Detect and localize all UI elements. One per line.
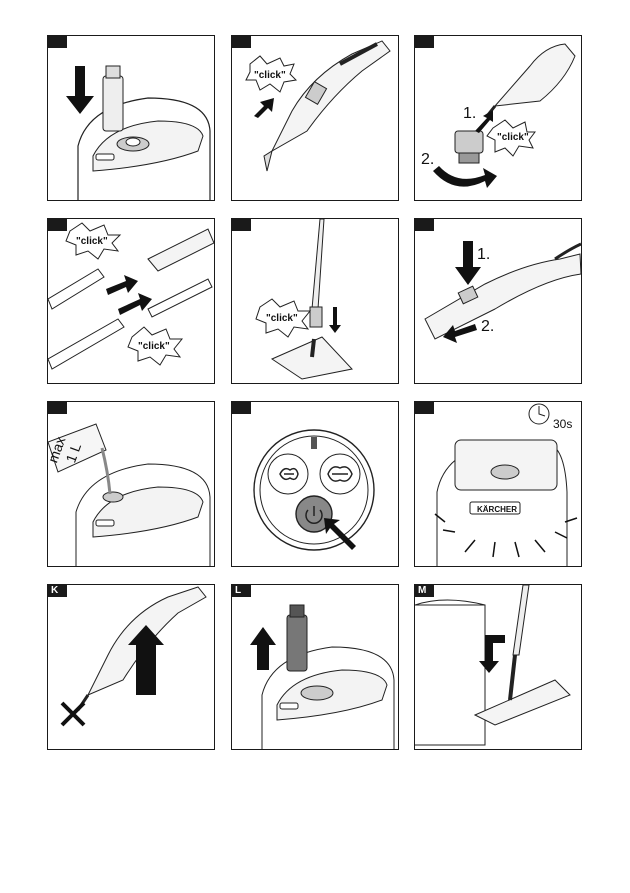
step-1-label: 1. <box>477 246 490 263</box>
click-label: "click" <box>138 341 170 352</box>
click-label: "click" <box>266 313 298 324</box>
arrow-right-icon <box>106 275 138 295</box>
heat-wait-illustration: KÄRCHER 30s <box>434 403 578 566</box>
cartridge-remove-illustration <box>250 604 395 749</box>
panel-tag <box>415 402 434 414</box>
panel-tag <box>48 36 67 48</box>
brand-label: KÄRCHER <box>477 505 517 514</box>
panel-control-dial <box>231 401 399 567</box>
arrow-down-icon <box>479 635 505 673</box>
panel-tag <box>232 402 251 414</box>
panel-tag <box>232 36 251 48</box>
step-1-label: 1. <box>463 105 476 122</box>
floor-nozzle-illustration: "click" <box>255 219 353 380</box>
panel-lock-release: 1. 2. <box>414 218 582 384</box>
panel-floor-nozzle: "click" <box>231 218 399 384</box>
arrow-down-icon <box>329 307 341 333</box>
panel-cartridge-insert <box>47 35 215 201</box>
control-dial-illustration <box>253 429 375 551</box>
park-position-illustration <box>415 585 571 746</box>
lock-release-illustration: 1. 2. <box>424 241 581 343</box>
step-2-label: 2. <box>481 318 494 335</box>
click-label: "click" <box>254 70 286 81</box>
click-burst-icon: "click" <box>255 298 312 338</box>
steam-low-icon <box>279 467 299 481</box>
tube-connect-illustration: "click" "click" <box>48 222 214 370</box>
panel-tag <box>415 219 434 231</box>
panel-heat-wait: KÄRCHER 30s <box>414 401 582 567</box>
nozzle-up-illustration <box>60 586 207 727</box>
click-burst-icon: "click" <box>65 222 122 260</box>
panel-tag <box>48 402 67 414</box>
panel-brush-attach: 1. 2. "click" <box>414 35 582 201</box>
panel-cartridge-remove: L <box>231 584 399 750</box>
click-label: "click" <box>497 132 529 143</box>
cartridge-insert-illustration <box>66 65 211 200</box>
panel-tag <box>232 219 251 231</box>
power-button-icon <box>305 506 323 525</box>
timer-icon <box>528 403 550 425</box>
click-label: "click" <box>76 236 108 247</box>
nozzle-attach-illustration: "click" <box>245 40 391 172</box>
panel-tag: M <box>415 585 434 597</box>
cross-icon <box>60 701 86 727</box>
step-2-label: 2. <box>421 151 434 168</box>
click-burst-icon: "click" <box>245 55 298 93</box>
panel-tag: L <box>232 585 251 597</box>
panel-park-position: M <box>414 584 582 750</box>
arrow-up-icon <box>475 110 493 133</box>
panel-nozzle-attach: "click" <box>231 35 399 201</box>
click-burst-icon: "click" <box>127 326 184 366</box>
fill-water-illustration: max 1 L <box>48 423 211 566</box>
steam-high-icon <box>327 466 353 482</box>
panel-nozzle-up: K <box>47 584 215 750</box>
arrow-up-icon <box>250 627 276 670</box>
panel-fill-water: max 1 L <box>47 401 215 567</box>
arrow-up-icon <box>254 98 274 118</box>
panel-tag: K <box>48 585 67 597</box>
rotate-arrow-icon <box>433 166 497 188</box>
panel-tag <box>415 36 434 48</box>
click-burst-icon: "click" <box>486 119 536 157</box>
cartridge-icon <box>311 437 317 449</box>
arrow-up-icon <box>128 625 164 695</box>
arrow-down-icon <box>455 241 481 285</box>
cartridge-icon <box>286 604 308 672</box>
arrow-down-icon <box>66 66 94 114</box>
panel-tag <box>48 219 67 231</box>
panel-tube-connect: "click" "click" <box>47 218 215 384</box>
volume-label: 1 L <box>62 441 84 465</box>
brush-attach-illustration: 1. 2. "click" <box>421 43 576 188</box>
arrow-left-icon <box>443 324 477 343</box>
arrow-right-icon <box>118 293 152 315</box>
timer-label: 30s <box>553 417 572 431</box>
arrow-up-left-icon <box>324 518 356 550</box>
